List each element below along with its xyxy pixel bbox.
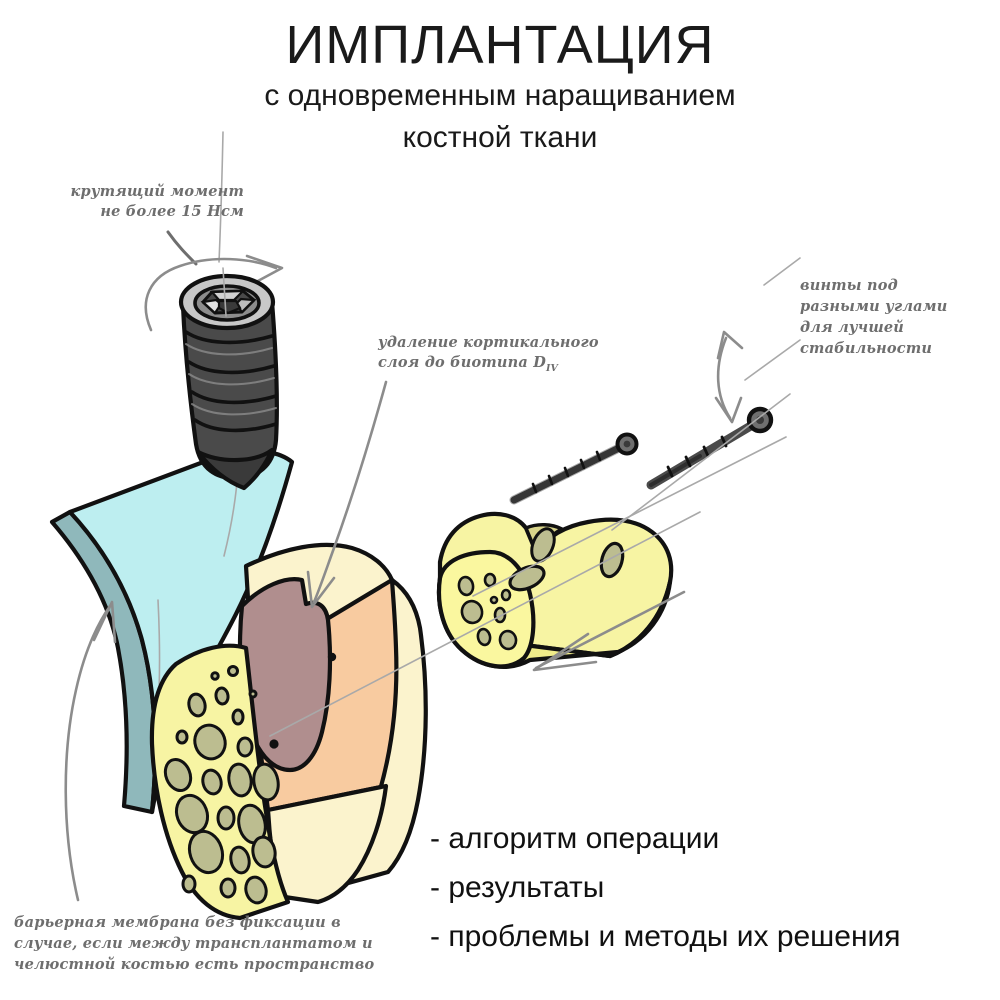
annotation-cortical-subscript: IV bbox=[546, 362, 558, 374]
annotation-torque-line2: не более 15 Нсм bbox=[100, 202, 244, 220]
membrane-note-arrow-icon bbox=[64, 600, 117, 902]
page-title: ИМПЛАНТАЦИЯ bbox=[285, 15, 715, 75]
angle-arrow-icon bbox=[714, 330, 801, 424]
annotation-screws-line1: винты под bbox=[800, 277, 898, 294]
annotation-membrane: барьерная мембрана без фиксации в случае… bbox=[14, 912, 414, 975]
annotation-screws-line2: разными углами bbox=[800, 298, 948, 316]
annotation-cortical-line2: слоя до биотипа D bbox=[378, 354, 547, 371]
rotation-arrow-icon bbox=[144, 254, 284, 332]
barrier-membrane-icon bbox=[49, 448, 295, 815]
annotation-cortical: удаление кортикального слоя до биотипа D… bbox=[378, 333, 638, 375]
annotation-screws-line3: для лучшей bbox=[800, 319, 905, 337]
annotation-screws: винты под разными углами для лучшей стаб… bbox=[800, 275, 990, 359]
title-block: ИМПЛАНТАЦИЯ с одновременным наращиванием… bbox=[0, 15, 1000, 156]
topic-list: - алгоритм операции - результаты - пробл… bbox=[430, 824, 990, 952]
bone-graft-block-icon bbox=[436, 511, 674, 669]
annotation-cortical-line1: удаление кортикального bbox=[378, 334, 599, 351]
topic-list-item-3: - проблемы и методы их решения bbox=[430, 920, 901, 953]
screw-trajectory-lines bbox=[269, 257, 801, 737]
annotation-torque-line1: крутящий момент bbox=[70, 183, 244, 200]
page-subtitle-line1: с одновременным наращиванием bbox=[264, 79, 736, 113]
annotation-membrane-line1: барьерная мембрана без фиксации в bbox=[14, 914, 341, 931]
jaw-bone-block-icon bbox=[149, 542, 428, 921]
cortical-note-arrow-icon bbox=[306, 380, 388, 609]
annotation-cortical-line2-wrap: слоя до биотипа DIV bbox=[378, 353, 638, 375]
torque-leader-line bbox=[166, 230, 198, 266]
annotation-torque: крутящий момент не более 15 Нсм bbox=[14, 182, 244, 221]
page-subtitle-line2: костной ткани bbox=[402, 120, 598, 154]
annotation-membrane-line2: случае, если между трансплантатом и bbox=[14, 935, 373, 953]
topic-list-item-2: - результаты bbox=[430, 871, 605, 904]
annotation-membrane-line3: челюстной костью есть пространство bbox=[14, 956, 375, 974]
direction-arrow-icon bbox=[532, 590, 686, 672]
title-leader-line bbox=[218, 131, 224, 263]
topic-list-item-1: - алгоритм операции bbox=[430, 822, 720, 855]
dental-implant-screw-icon bbox=[178, 267, 279, 491]
annotation-screws-line4: стабильности bbox=[800, 340, 933, 358]
